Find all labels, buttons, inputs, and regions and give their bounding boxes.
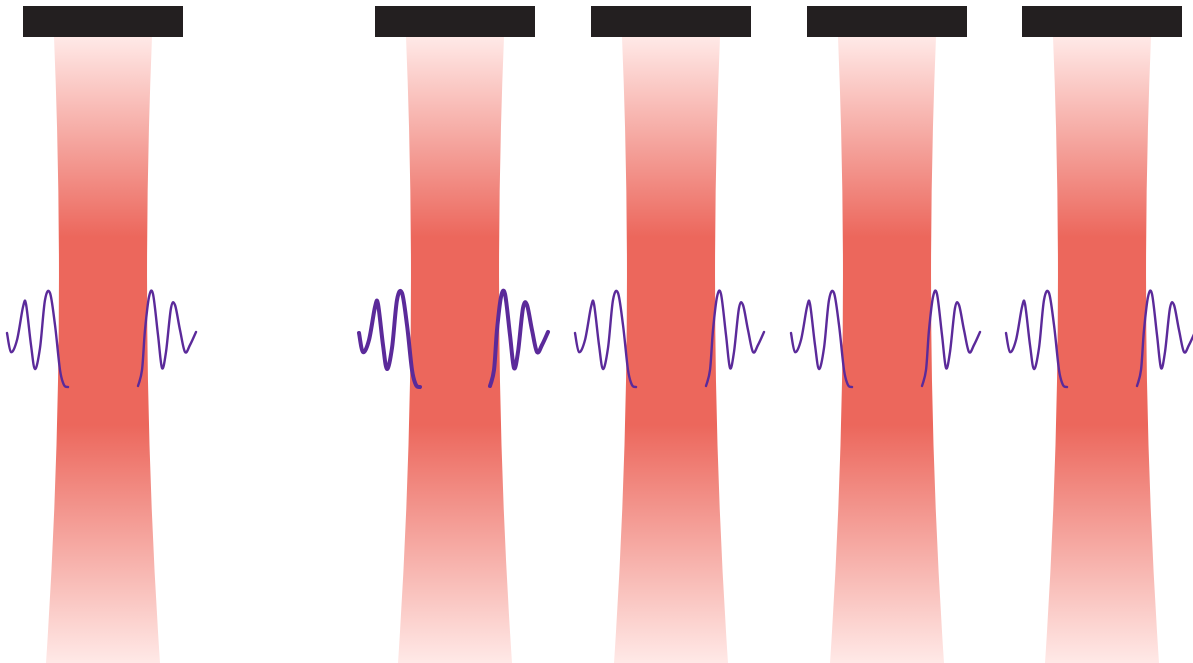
right-pulse-icon [1135,289,1193,388]
beam-panel-2 [357,6,550,663]
laser-beam [830,37,944,663]
right-pulse-icon [704,289,766,388]
mount-bar [375,6,535,37]
laser-beam [614,37,728,663]
beam-panel-4 [789,6,982,663]
left-pulse-icon [789,289,854,389]
mount-bar [591,6,751,37]
beam-panel-1 [5,6,198,663]
left-pulse-icon [357,288,422,389]
mount-bar [23,6,183,37]
mount-bar [807,6,967,37]
left-pulse-icon [5,289,70,389]
right-pulse-icon [488,288,550,388]
laser-beam [398,37,512,663]
left-pulse-icon [573,289,638,389]
beam-panel-5 [1004,6,1193,663]
right-pulse-icon [136,289,198,388]
right-pulse-icon [920,289,982,388]
beam-panel-3 [573,6,766,663]
left-pulse-icon [1004,289,1069,389]
laser-beam [1045,37,1159,663]
laser-beam [46,37,160,663]
mount-bar [1022,6,1182,37]
beam-group [5,6,1193,663]
